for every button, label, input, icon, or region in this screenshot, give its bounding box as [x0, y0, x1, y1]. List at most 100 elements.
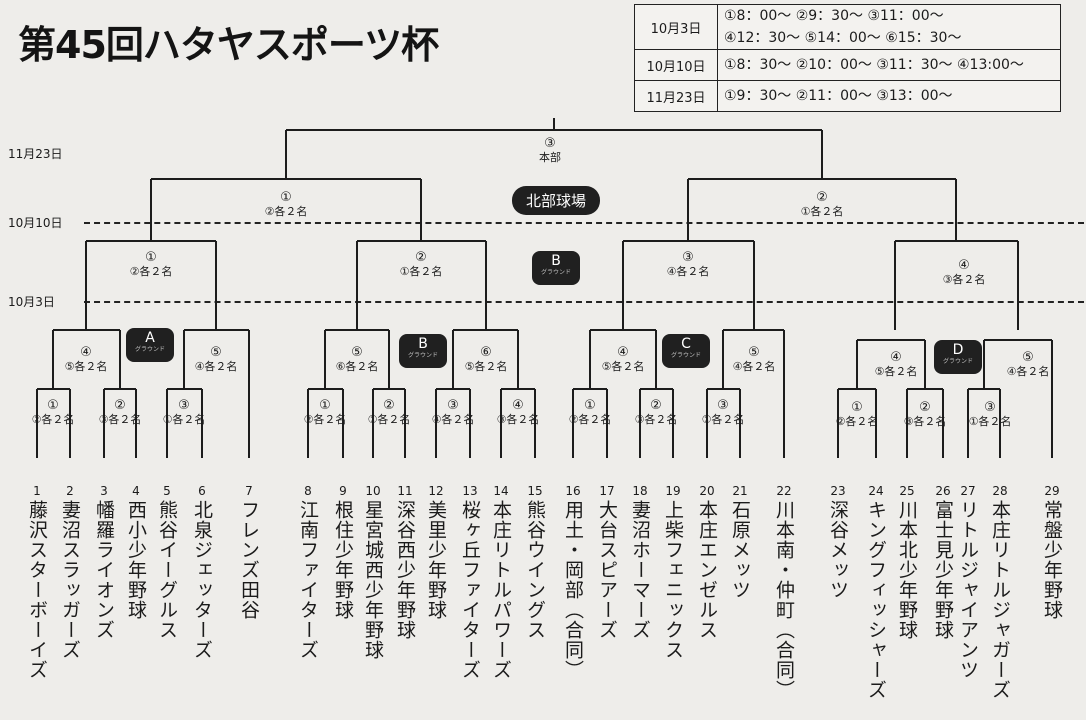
team-name: 根住少年野球: [332, 500, 354, 620]
team-number: 14: [493, 484, 509, 498]
team-number: 7: [245, 484, 253, 498]
match-number: ③: [447, 398, 459, 413]
match-number: ⑤: [1022, 350, 1034, 365]
schedule-row: 10月10日 ①8：30～ ②10：00～ ③11：30～ ④13:00～: [634, 49, 1061, 81]
team-number: 12: [428, 484, 444, 498]
date-marker-nov23: 11月23日: [8, 147, 63, 161]
schedule-line: ①8：30～ ②10：00～ ③11：30～ ④13:00～: [724, 57, 1024, 73]
match-players: ②各２名: [31, 413, 75, 426]
ground-letter: A: [145, 330, 155, 346]
match-players: ④各２名: [1006, 365, 1050, 378]
match-players: ④各２名: [666, 265, 710, 278]
match-players: ②各２名: [568, 413, 612, 426]
match-number: ③: [178, 398, 190, 413]
match-players: ②各２名: [264, 205, 308, 218]
team-number: 15: [527, 484, 543, 498]
ground-letter: B: [551, 253, 561, 269]
team-name: 妻沼スラッガーズ: [59, 500, 81, 660]
team-name: 本庄リトルパワーズ: [490, 500, 512, 680]
match-players: ③各２名: [496, 413, 540, 426]
team-name: 深谷メッツ: [827, 500, 849, 600]
team-name: 北泉ジェッターズ: [191, 500, 213, 660]
team-number: 22: [776, 484, 792, 498]
oct3-divider: [84, 301, 1084, 303]
team-number: 11: [397, 484, 413, 498]
team-number: 3: [100, 484, 108, 498]
match-number: ①: [584, 398, 596, 413]
team-name: リトルジャイアンツ: [957, 500, 979, 680]
team-name: 大台スピアーズ: [596, 500, 618, 640]
match-number: ①: [319, 398, 331, 413]
match-players: ②各２名: [129, 265, 173, 278]
team-number: 9: [339, 484, 347, 498]
match-number: ②: [114, 398, 126, 413]
match-number: ①: [280, 190, 292, 205]
oct10-divider: [84, 222, 1084, 224]
match-players: ④各２名: [194, 360, 238, 373]
match-players: ⑤各２名: [874, 365, 918, 378]
team-name: 用土・岡部（合同）: [562, 500, 584, 680]
ground-caption: グラウンド: [407, 352, 438, 359]
team-name: 富士見少年野球: [932, 500, 954, 640]
page-title: 第45回ハタヤスポーツ杯: [18, 23, 439, 67]
team-name: 幡羅ライオンズ: [93, 500, 115, 640]
team-number: 13: [462, 484, 478, 498]
match-players: ④各２名: [431, 413, 475, 426]
team-number: 4: [132, 484, 140, 498]
match-players: ③各２名: [634, 413, 678, 426]
team-name: キングフィッシャーズ: [865, 500, 887, 700]
team-number: 19: [665, 484, 681, 498]
team-number: 5: [163, 484, 171, 498]
team-number: 2: [66, 484, 74, 498]
match-number: ⑤: [748, 345, 760, 360]
final-match-number: ③: [544, 136, 556, 151]
match-players: ①各２名: [968, 415, 1012, 428]
schedule-line: ①9：30～ ②11：00～ ③13：00～: [724, 88, 953, 104]
team-name: 川本北少年野球: [896, 500, 918, 640]
match-number: ②: [415, 250, 427, 265]
team-name: 川本南・仲町（合同）: [773, 500, 795, 700]
team-number: 16: [565, 484, 581, 498]
match-number: ③: [717, 398, 729, 413]
schedule-date: 11月23日: [634, 80, 718, 112]
team-name: 上柴フェニックス: [662, 500, 684, 660]
ground-letter: D: [952, 342, 964, 358]
match-number: ④: [512, 398, 524, 413]
ground-caption: グラウンド: [540, 269, 571, 276]
match-number: ①: [145, 250, 157, 265]
match-number: ④: [958, 258, 970, 273]
match-players: ⑤各２名: [64, 360, 108, 373]
match-players: ①各２名: [162, 413, 206, 426]
team-name: 本庄エンゼルス: [696, 500, 718, 640]
team-name: 美里少年野球: [425, 500, 447, 620]
match-players: ③各２名: [942, 273, 986, 286]
match-number: ③: [984, 400, 996, 415]
match-number: ⑤: [210, 345, 222, 360]
team-number: 21: [732, 484, 748, 498]
match-players: ⑥各２名: [335, 360, 379, 373]
team-number: 26: [935, 484, 951, 498]
schedule-date: 10月10日: [634, 49, 718, 81]
match-number: ⑥: [480, 345, 492, 360]
schedule-row: 10月3日 ①8：00～ ②9：30～ ③11：00～ ④12：30～ ⑤14：…: [634, 4, 1061, 50]
team-name: 江南ファイターズ: [297, 500, 319, 660]
match-players: ④各２名: [732, 360, 776, 373]
match-number: ②: [816, 190, 828, 205]
